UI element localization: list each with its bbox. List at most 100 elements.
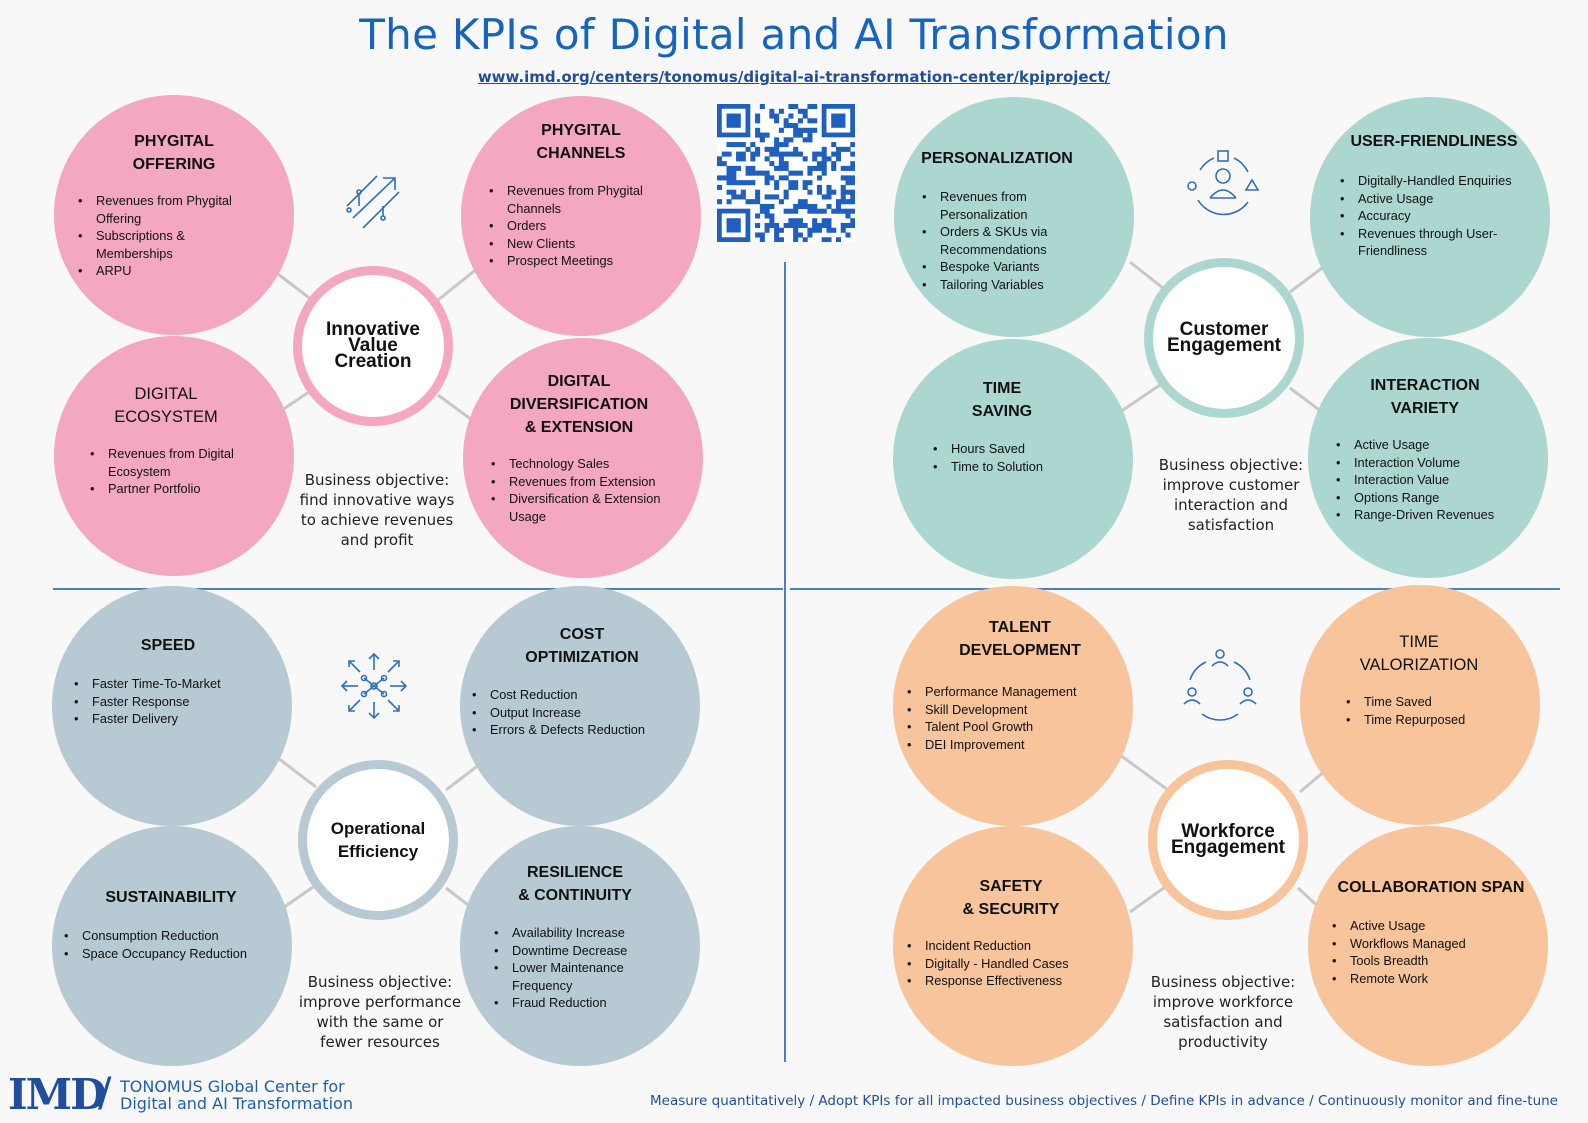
list-item: Hours Saved bbox=[933, 440, 1103, 458]
sustainability-list: Consumption Reduction Space Occupancy Re… bbox=[64, 927, 284, 962]
resilience-title: & CONTINUITY bbox=[518, 887, 632, 904]
list-item: Availability Increase bbox=[494, 924, 674, 942]
hub-label: Creation bbox=[334, 351, 412, 372]
phygital-channels-title: PHYGITAL bbox=[541, 122, 621, 139]
speed-title: SPEED bbox=[140, 637, 196, 654]
list-item: Lower Maintenance Frequency bbox=[494, 959, 674, 994]
center-line: TONOMUS Global Center for bbox=[120, 1077, 345, 1096]
operational-efficiency-hub: Operational Efficiency bbox=[298, 760, 458, 920]
footer-slash: / bbox=[98, 1070, 112, 1116]
time-valorization-circle: TIME VALORIZATION Time Saved Time Repurp… bbox=[1300, 585, 1540, 825]
list-item: Fraud Reduction bbox=[494, 994, 674, 1012]
hub-label: Value bbox=[348, 335, 398, 356]
phygital-offering-list: Revenues from Phygital Offering Subscrip… bbox=[78, 192, 253, 280]
list-item: Output Increase bbox=[472, 704, 692, 722]
user-friendliness-list: Digitally-Handled Enquiries Active Usage… bbox=[1340, 172, 1540, 260]
resilience-list: Availability Increase Downtime Decrease … bbox=[494, 924, 674, 1012]
list-item: Space Occupancy Reduction bbox=[64, 945, 284, 963]
horizontal-divider-right bbox=[790, 588, 1560, 590]
list-item: Remote Work bbox=[1332, 970, 1522, 988]
list-item: Technology Sales bbox=[491, 455, 691, 473]
phygital-channels-title: CHANNELS bbox=[536, 145, 626, 162]
customer-objective: Business objective: improve customer int… bbox=[1158, 456, 1304, 534]
list-item: Talent Pool Growth bbox=[907, 718, 1127, 736]
personalization-list: Revenues from Personalization Orders & S… bbox=[922, 188, 1112, 293]
digital-ecosystem-circle: DIGITAL ECOSYSTEM Revenues from Digital … bbox=[54, 336, 294, 576]
cost-optimization-circle: COST OPTIMIZATION Cost Reduction Output … bbox=[460, 586, 700, 826]
resilience-circle: RESILIENCE & CONTINUITY Availability Inc… bbox=[460, 826, 700, 1066]
workforce-objective: Business objective: improve workforce sa… bbox=[1150, 973, 1296, 1051]
digital-ecosystem-title: DIGITAL bbox=[134, 385, 198, 403]
vertical-divider bbox=[784, 262, 786, 1062]
hub-label: Customer bbox=[1179, 319, 1269, 340]
interaction-variety-title: INTERACTION bbox=[1370, 377, 1480, 394]
interaction-variety-circle: INTERACTION VARIETY Active Usage Interac… bbox=[1308, 338, 1548, 578]
safety-security-list: Incident Reduction Digitally - Handled C… bbox=[907, 937, 1127, 990]
list-item: Subscriptions & Memberships bbox=[78, 227, 253, 262]
digital-ecosystem-title: ECOSYSTEM bbox=[114, 408, 218, 426]
user-shapes-icon bbox=[1186, 150, 1262, 225]
digital-diversification-circle: DIGITAL DIVERSIFICATION & EXTENSION Tech… bbox=[463, 338, 703, 578]
list-item: Revenues from Personalization bbox=[922, 188, 1112, 223]
list-item: ARPU bbox=[78, 262, 253, 280]
list-item: Faster Delivery bbox=[74, 710, 274, 728]
workforce-engagement-hub: Workforce Engagement bbox=[1148, 760, 1308, 920]
interaction-variety-title: VARIETY bbox=[1390, 400, 1460, 417]
talent-development-title: DEVELOPMENT bbox=[959, 642, 1081, 659]
cost-optimization-list: Cost Reduction Output Increase Errors & … bbox=[472, 686, 692, 739]
page-title: The KPIs of Digital and AI Transformatio… bbox=[359, 10, 1229, 59]
digital-diversification-title: DIVERSIFICATION bbox=[509, 396, 649, 413]
list-item: Revenues from Phygital Offering bbox=[78, 192, 253, 227]
list-item: Time Repurposed bbox=[1346, 711, 1516, 729]
list-item: Time Saved bbox=[1346, 693, 1516, 711]
phygital-channels-list: Revenues from Phygital Channels Orders N… bbox=[489, 182, 669, 270]
time-saving-title: SAVING bbox=[971, 403, 1033, 420]
phygital-offering-circle: PHYGITAL OFFERING Revenues from Phygital… bbox=[54, 95, 294, 335]
list-item: Orders & SKUs via Recommendations bbox=[922, 223, 1112, 258]
user-friendliness-title: USER-FRIENDLINESS bbox=[1350, 133, 1518, 150]
qr-code-icon[interactable] bbox=[717, 104, 856, 243]
list-item: Active Usage bbox=[1336, 436, 1516, 454]
list-item: Interaction Volume bbox=[1336, 454, 1516, 472]
list-item: DEI Improvement bbox=[907, 736, 1127, 754]
time-valorization-list: Time Saved Time Repurposed bbox=[1346, 693, 1516, 728]
hub-label: Engagement bbox=[1166, 335, 1282, 356]
list-item: Skill Development bbox=[907, 701, 1127, 719]
digital-diversification-title: & EXTENSION bbox=[524, 419, 634, 436]
footer-tagline: Measure quantitatively / Adopt KPIs for … bbox=[649, 1093, 1558, 1109]
list-item: Prospect Meetings bbox=[489, 252, 669, 270]
list-item: Downtime Decrease bbox=[494, 942, 674, 960]
network-arrows-icon bbox=[340, 652, 408, 725]
list-item: Performance Management bbox=[907, 683, 1127, 701]
horizontal-divider-left bbox=[53, 588, 783, 590]
time-saving-title: TIME bbox=[982, 380, 1022, 397]
growth-arrows-icon bbox=[343, 170, 405, 237]
safety-security-title: SAFETY bbox=[979, 878, 1043, 895]
innovative-objective: Business objective: find innovative ways… bbox=[299, 471, 455, 549]
resilience-title: RESILIENCE bbox=[526, 864, 623, 881]
personalization-circle: PERSONALIZATION Revenues from Personaliz… bbox=[894, 97, 1134, 337]
kpi-project-link[interactable]: www.imd.org/centers/tonomus/digital-ai-t… bbox=[477, 68, 1111, 86]
time-valorization-title: TIME bbox=[1399, 633, 1439, 651]
list-item: Range-Driven Revenues bbox=[1336, 506, 1516, 524]
list-item: Interaction Value bbox=[1336, 471, 1516, 489]
list-item: Faster Response bbox=[74, 693, 274, 711]
time-valorization-title: VALORIZATION bbox=[1359, 656, 1479, 674]
phygital-channels-circle: PHYGITAL CHANNELS Revenues from Phygital… bbox=[461, 96, 701, 336]
collaboration-span-list: Active Usage Workflows Managed Tools Bre… bbox=[1332, 917, 1522, 987]
list-item: Diversification & Extension Usage bbox=[491, 490, 691, 525]
hub-label: Innovative bbox=[326, 319, 420, 340]
innovative-value-creation-hub: Innovative Value Creation bbox=[293, 266, 453, 426]
safety-security-title: & SECURITY bbox=[962, 901, 1060, 918]
list-item: New Clients bbox=[489, 235, 669, 253]
list-item: Consumption Reduction bbox=[64, 927, 284, 945]
talent-development-list: Performance Management Skill Development… bbox=[907, 683, 1127, 753]
list-item: Bespoke Variants bbox=[922, 258, 1112, 276]
digital-ecosystem-list: Revenues from Digital Ecosystem Partner … bbox=[90, 445, 270, 498]
list-item: Options Range bbox=[1336, 489, 1516, 507]
list-item: Active Usage bbox=[1332, 917, 1522, 935]
list-item: Faster Time-To-Market bbox=[74, 675, 274, 693]
list-item: Revenues from Digital Ecosystem bbox=[90, 445, 270, 480]
interaction-variety-list: Active Usage Interaction Volume Interact… bbox=[1336, 436, 1516, 524]
list-item: Orders bbox=[489, 217, 669, 235]
